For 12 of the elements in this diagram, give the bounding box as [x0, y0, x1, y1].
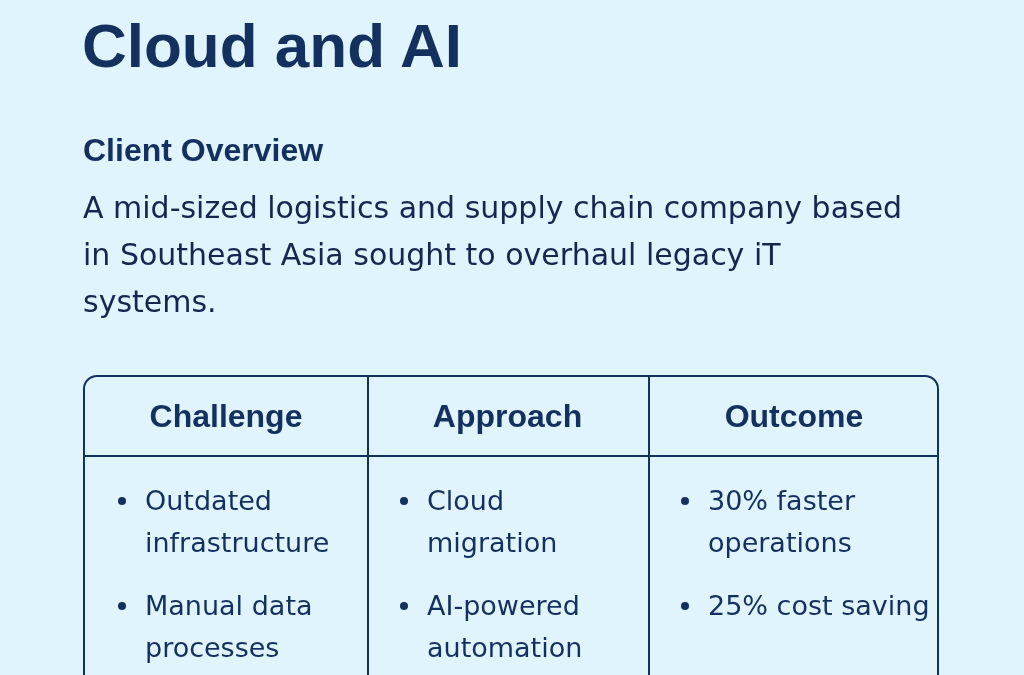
column-header: Outcome	[723, 396, 865, 436]
section-heading: Client Overview	[83, 131, 324, 170]
title: Cloud and AI	[82, 10, 462, 82]
bullet-item: Cloud migration	[397, 480, 638, 564]
column-header: Challenge	[148, 396, 304, 436]
bullet-item: AI-powered automation	[397, 585, 638, 669]
bullet-item: 30% faster operations	[678, 480, 930, 564]
paragraph: A mid-sized logistics and supply chain company based in Southeast Asia sought to overhaul legacy iT systems.	[83, 189, 904, 321]
column-header: Approach	[431, 396, 584, 436]
bullet-item: 25% cost saving	[678, 585, 930, 627]
bullet-item: Manual data processes	[115, 585, 357, 669]
bullet-item: Outdated infrastructure	[115, 480, 357, 564]
